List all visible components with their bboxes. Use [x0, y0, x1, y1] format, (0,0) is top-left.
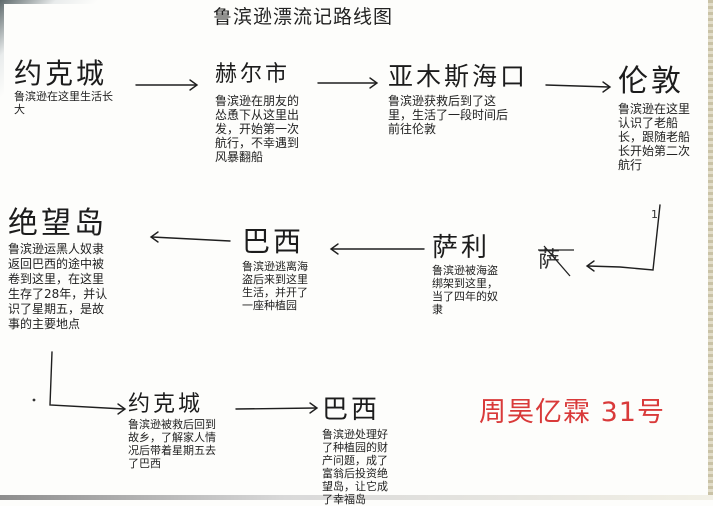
place-name: 巴西 — [242, 225, 305, 258]
place-name: 约克城 — [14, 57, 108, 90]
arrow-right-icon — [135, 79, 199, 91]
place-description: 鲁滨逊被海盗绑架到这里，当了四年的奴隶 — [432, 264, 498, 316]
route-node-brazil-2: 巴西 鲁滨逊处理好了种植园的财产问题，成了富翁后投资绝望岛，让它成了幸福岛 — [322, 394, 502, 506]
route-node-sallee: 萨利 鲁滨逊被海盗绑架到这里，当了四年的奴隶 — [432, 232, 512, 316]
arrow-right-icon — [545, 81, 612, 93]
arrow-right-icon — [317, 77, 379, 89]
paper-edge-bottom — [0, 495, 713, 500]
place-description: 鲁滨逊逃离海盗后来到这里生活，并开了一座种植园 — [242, 260, 308, 312]
route-node-brazil-1: 巴西 鲁滨逊逃离海盗后来到这里生活，并开了一座种植园 — [242, 225, 322, 313]
arrow-elbow-left-icon — [585, 204, 661, 272]
route-node-yarmouth: 亚木斯海口 鲁滨逊获救后到了这里，生活了一段时间后前往伦敦 — [388, 62, 529, 137]
arrow-left-icon — [329, 243, 425, 255]
place-description: 鲁滨逊获救后到了这里，生活了一段时间后前往伦敦 — [388, 94, 509, 136]
place-description: 鲁滨逊在朋友的怂恿下从这里出发，开始第一次航行，不幸遇到风暴翻船 — [215, 94, 300, 164]
route-node-despair-island: 绝望岛 鲁滨逊运黑人奴隶返回巴西的途中被卷到这里，在这里生存了28年，并认识了星… — [8, 208, 118, 332]
place-name: 绝望岛 — [8, 206, 107, 241]
place-name: 伦敦 — [618, 64, 684, 99]
paper-edge-right — [708, 0, 713, 500]
page-number: 1 — [651, 208, 658, 221]
place-description: 鲁滨逊在这里生活长大 — [14, 90, 113, 116]
place-name: 亚木斯海口 — [388, 62, 529, 91]
page-title: 鲁滨逊漂流记路线图 — [213, 6, 394, 28]
place-name: 萨利 — [432, 233, 491, 263]
author-signature: 周昊亿霖 31号 — [479, 397, 665, 428]
strike-through-lines — [538, 245, 574, 277]
arrow-elbow-right-icon — [49, 351, 127, 415]
place-description: 鲁滨逊在这里认识了老船长，跟随老船长开始第二次航行 — [618, 102, 691, 172]
place-name: 巴西 — [322, 395, 381, 425]
place-description: 鲁滨逊处理好了种植园的财产问题，成了富翁后投资绝望岛，让它成了幸福岛 — [322, 428, 388, 506]
crossed-out-mark: 萨 — [538, 242, 560, 274]
place-name: 约克城 — [128, 392, 204, 417]
crossed-out-character: 萨 — [538, 248, 561, 273]
route-node-york-2: 约克城 鲁滨逊被救后回到故乡，了解家人情况后带着星期五去了巴西 — [128, 392, 228, 470]
arrow-left-icon — [149, 231, 231, 243]
ink-dot — [32, 398, 36, 402]
place-description: 鲁滨逊被救后回到故乡，了解家人情况后带着星期五去了巴西 — [128, 418, 216, 470]
place-name: 赫尔市 — [215, 62, 291, 87]
route-node-hull: 赫尔市 鲁滨逊在朋友的怂恿下从这里出发，开始第一次航行，不幸遇到风暴翻船 — [215, 62, 307, 164]
place-description: 鲁滨逊运黑人奴隶返回巴西的途中被卷到这里，在这里生存了28年，并认识了星期五，是… — [8, 242, 108, 331]
route-node-york-1: 约克城 鲁滨逊在这里生活长大 — [14, 57, 114, 117]
arrow-right-icon — [235, 402, 319, 414]
route-node-london: 伦敦 鲁滨逊在这里认识了老船长，跟随老船长开始第二次航行 — [618, 64, 710, 173]
